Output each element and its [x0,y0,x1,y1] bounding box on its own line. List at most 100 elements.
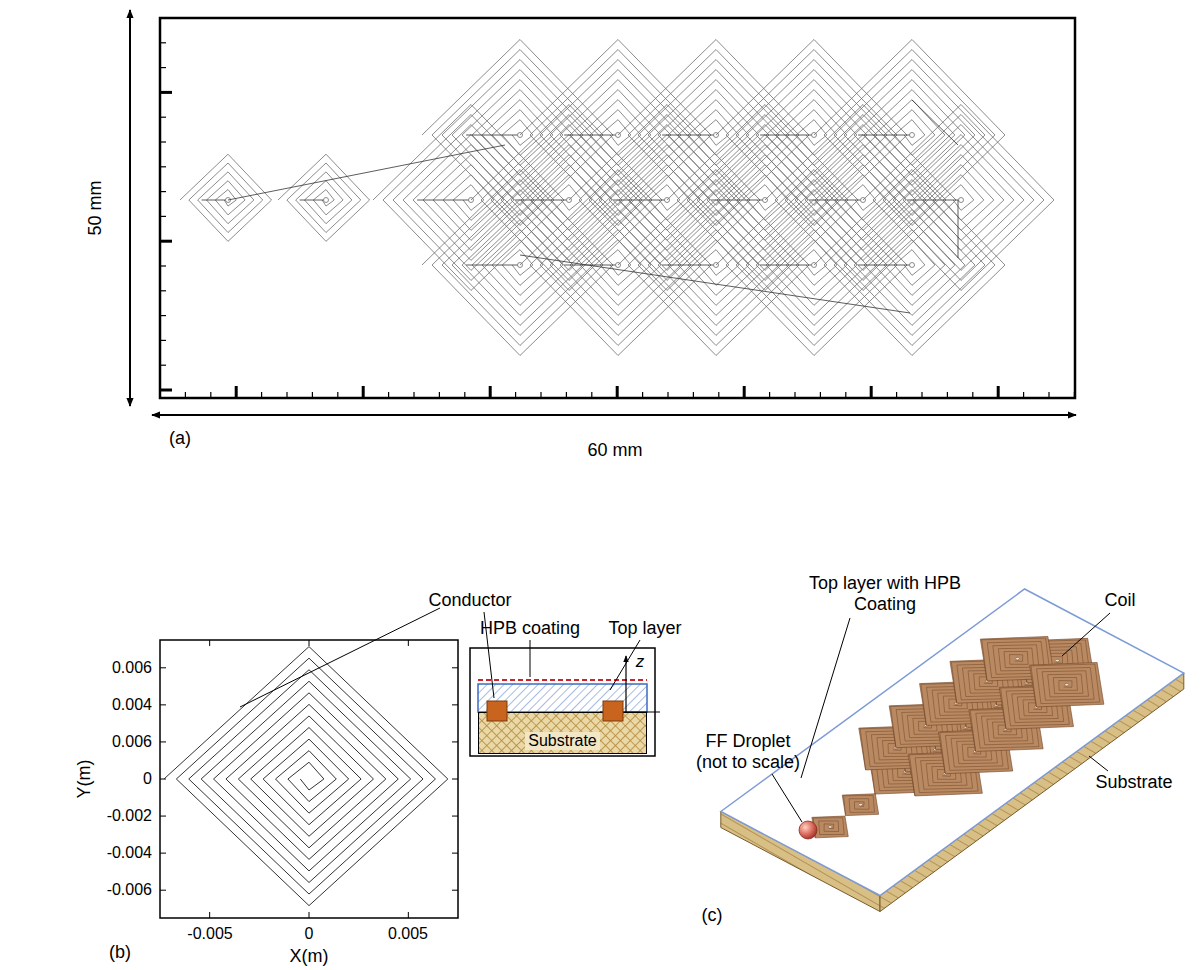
axis-tick [820,392,821,398]
axis-tick [160,265,166,266]
axis-tick [452,779,458,780]
coil-lead [760,135,814,136]
axis-tick [160,290,166,291]
coil-winding [814,170,1005,356]
axis-tick [160,779,166,780]
axis-tick [209,640,210,646]
part-label: HPB coating [480,618,580,639]
coil-lead [662,135,716,136]
coil-winding [618,170,809,356]
axis-tick [997,386,1000,398]
coil-winding [814,40,1005,226]
coil-via [910,133,915,138]
axis-tick [947,392,948,398]
coil-lead [711,200,765,201]
axis-tick [794,392,795,398]
axis-tick [1048,392,1049,398]
axis-tick [160,667,166,668]
coil-lead [907,200,961,201]
axis-tick [972,392,973,398]
axis-tick [309,912,310,918]
coil-winding [1001,645,1128,724]
axis-tick [870,386,873,398]
tick-label: 0.006 [112,659,152,677]
axis-tick [452,704,458,705]
axis-tick [362,386,365,398]
part-label: Coil [1104,590,1135,611]
axis-tick [160,340,166,341]
hpb-coating [478,679,647,681]
axis-tick [160,42,166,43]
conductor-section [487,701,507,721]
tick-label: -0.004 [107,844,152,862]
coil-lead [417,200,471,201]
axis-label: z [636,652,645,672]
part-label: Conductor [428,590,511,611]
axis-tick [452,890,458,891]
coil-via [910,263,915,268]
leader-line [801,618,850,778]
axis-tick [566,392,567,398]
coil-lead [858,265,912,266]
coil-via [858,803,864,806]
axis-tick [160,117,166,118]
leader-line [530,640,531,677]
coil-link [958,200,959,258]
conductor-section [603,701,623,721]
coil-array-plan [130,10,1076,415]
axis-tick [452,741,458,742]
z-axis-arrow [625,656,626,712]
coil-link [520,255,910,313]
coil-winding [164,647,448,906]
coil-winding [863,105,1054,291]
coil-lead [466,265,520,266]
dimension-arrow [152,414,1076,416]
coil-winding [520,40,711,226]
single-coil-plot [160,608,655,918]
coil-winding [180,154,272,241]
axis-tick [286,392,287,398]
axis-tick [743,386,746,398]
axis-tick [160,67,166,68]
axis-tick [452,853,458,854]
ferrofluid-droplet [799,821,817,839]
dimension-label: 60 mm [587,440,642,461]
node-text: Substrate [525,732,599,750]
coil-lead [564,135,618,136]
coil-lead [760,265,814,266]
part-label: Substrate [1095,772,1172,793]
coil-via [1055,659,1061,662]
coil-lead [202,200,228,201]
axis-tick [160,91,172,94]
axis-tick [845,392,846,398]
axis-tick [160,365,166,366]
part-label: FF Droplet (not to scale) [688,731,808,772]
axis-tick [896,392,897,398]
coil-winding [569,105,760,291]
axis-tick [160,816,166,817]
axis-tick [160,166,166,167]
coil-winding [373,105,564,291]
coil-lead [613,200,667,201]
coil-lead [662,265,716,266]
axis-tick [408,912,409,918]
axis-tick [1023,392,1024,398]
leader-line [1062,613,1110,656]
axis-tick [769,392,770,398]
tick-label: 0 [143,770,152,788]
axis-tick [413,392,414,398]
axis-tick [464,392,465,398]
axis-tick [489,386,492,398]
axis-tick [160,704,166,705]
coil-winding [278,154,370,241]
coil-lead [515,200,569,201]
tick-label: 0.004 [112,696,152,714]
axis-tick [312,392,313,398]
axis-tick [515,392,516,398]
panel-label: (c) [702,905,723,926]
axis-tick [337,392,338,398]
coil-winding [667,105,858,291]
tick-label: -0.006 [107,881,152,899]
tick-label: -0.002 [107,807,152,825]
